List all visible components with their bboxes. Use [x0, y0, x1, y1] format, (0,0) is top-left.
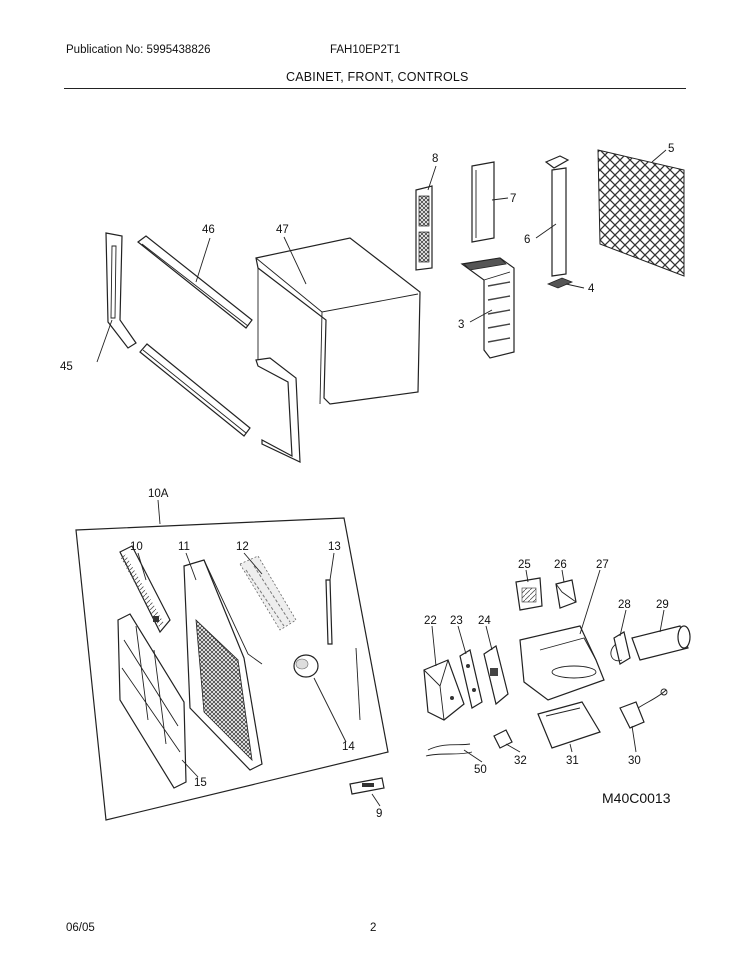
- part-46-top-rail: [137, 235, 253, 329]
- callout-10: 10: [130, 541, 143, 553]
- callout-28: 28: [618, 599, 631, 611]
- header-rule: [64, 88, 686, 89]
- part-7-panel: [471, 161, 495, 243]
- part-29-capacitor: [631, 625, 691, 661]
- callout-22: 22: [424, 615, 437, 627]
- part-10-louver: [119, 545, 171, 634]
- part-8-vent-grille: [415, 185, 433, 271]
- part-9-remote: [349, 777, 385, 795]
- part-right-bracket: [255, 357, 301, 463]
- callout-23: 23: [450, 615, 463, 627]
- footer-page-number: 2: [370, 922, 377, 934]
- model-number: FAH10EP2T1: [330, 44, 401, 56]
- callout-3: 3: [458, 319, 464, 331]
- callout-30: 30: [628, 755, 641, 767]
- callout-6: 6: [524, 234, 530, 246]
- callout-26: 26: [554, 559, 567, 571]
- callout-24: 24: [478, 615, 491, 627]
- part-30-power-cord: [619, 688, 668, 729]
- part-31-cover: [537, 701, 601, 749]
- callout-46: 46: [202, 224, 215, 236]
- callout-labels: 45 46 47 8 7 6 5 4 3 10A 10 11 12 13 14 …: [60, 143, 674, 820]
- callout-5: 5: [668, 143, 674, 155]
- footer-date: 06/05: [66, 922, 95, 934]
- diagram-id: M40C0013: [602, 790, 671, 806]
- callout-12: 12: [236, 541, 249, 553]
- part-26-relay: [555, 579, 577, 609]
- part-45-frame-left: [105, 232, 137, 349]
- callout-4: 4: [588, 283, 595, 295]
- part-6-column: [544, 155, 574, 289]
- callout-10A: 10A: [148, 488, 169, 500]
- callout-47: 47: [276, 224, 289, 236]
- callout-11: 11: [178, 541, 190, 553]
- part-28-clamp: [610, 631, 631, 665]
- part-13-strip: [325, 579, 333, 645]
- part-15-air-filter: [117, 613, 187, 789]
- part-14-knob: [293, 654, 319, 678]
- callout-31: 31: [566, 755, 579, 767]
- part-strip-lower: [355, 647, 361, 721]
- part-25-switch: [515, 577, 543, 611]
- part-12-filter-roll: [239, 555, 297, 631]
- publication-number: Publication No: 5995438826: [66, 44, 211, 56]
- part-32-connector: [493, 729, 513, 749]
- callout-29: 29: [656, 599, 669, 611]
- part-5-mesh-screen: [597, 149, 685, 277]
- leader-lines: [96, 149, 667, 807]
- part-27-mounting-bracket: [519, 625, 605, 701]
- callout-32: 32: [514, 755, 527, 767]
- callout-50: 50: [474, 764, 487, 776]
- callout-27: 27: [596, 559, 609, 571]
- part-22-control-box: [423, 659, 465, 721]
- callout-8: 8: [432, 153, 438, 165]
- part-47-cabinet: [255, 237, 421, 405]
- callout-25: 25: [518, 559, 531, 571]
- part-bottom-rail: [139, 343, 251, 437]
- section-title: CABINET, FRONT, CONTROLS: [286, 70, 469, 84]
- callout-7: 7: [510, 193, 516, 205]
- part-11-front-grille: [183, 559, 263, 771]
- part-23-board: [459, 649, 483, 709]
- part-3-bracket-assembly: [460, 257, 515, 359]
- callout-14: 14: [342, 741, 355, 753]
- callout-45: 45: [60, 361, 73, 373]
- callout-9: 9: [376, 808, 382, 820]
- part-24-board: [483, 645, 509, 706]
- callout-13: 13: [328, 541, 341, 553]
- part-50-wire-harness: [425, 743, 473, 757]
- callout-15: 15: [194, 777, 207, 789]
